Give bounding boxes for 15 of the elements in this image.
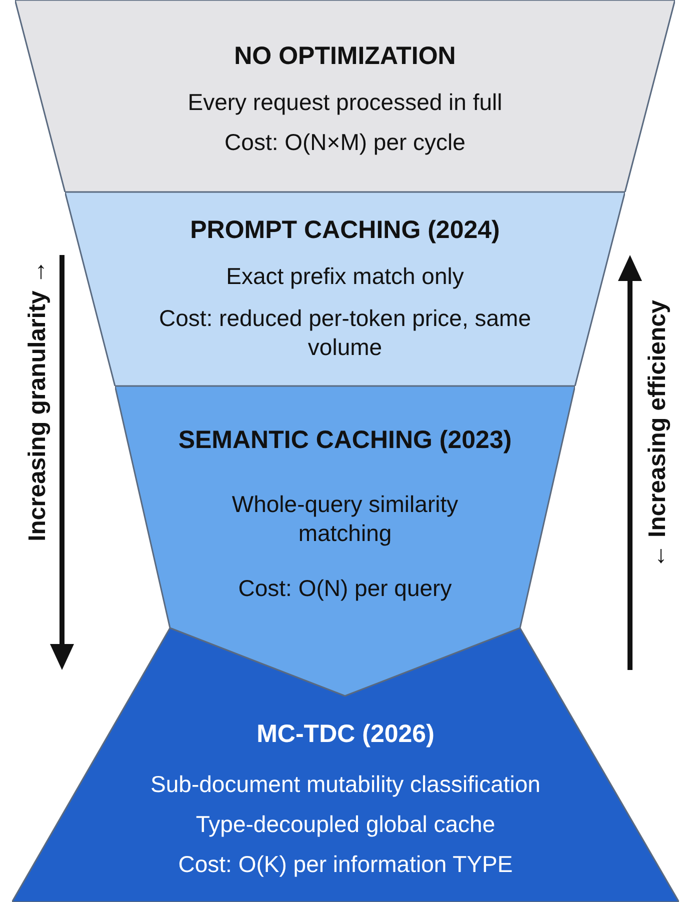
axis-label: ← Increasing efficiency xyxy=(644,300,672,568)
band-description: Cost: O(N) per query xyxy=(237,574,453,603)
band-description: Sub-document mutability classification xyxy=(150,770,542,799)
band-description: Every request processed in full xyxy=(186,88,504,117)
band-description: Type-decoupled global cache xyxy=(194,810,496,839)
band-description: Cost: O(N×M) per cycle xyxy=(224,128,466,157)
band-heading: NO OPTIMIZATION xyxy=(233,42,457,71)
band-heading: MC-TDC (2026) xyxy=(256,720,436,749)
band-description: Cost: reduced per-token price, same volume xyxy=(158,304,532,362)
band-description: Exact prefix match only xyxy=(225,262,465,291)
band-description: Whole-query similarity matching xyxy=(230,490,460,548)
band-heading: SEMANTIC CACHING (2023) xyxy=(177,426,513,455)
axis-label: Increasing granularity → xyxy=(24,260,52,542)
band-heading: PROMPT CACHING (2024) xyxy=(189,216,501,245)
band-description: Cost: O(K) per information TYPE xyxy=(177,850,514,879)
